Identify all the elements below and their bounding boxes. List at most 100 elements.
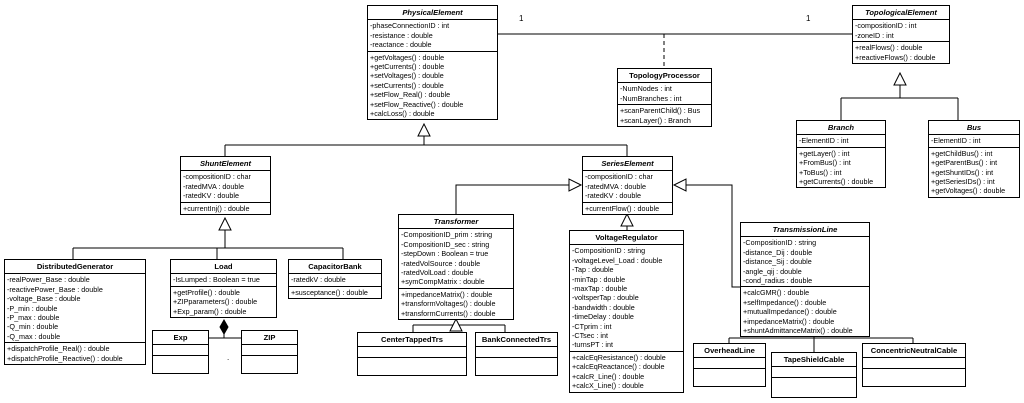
class-bank-connected-trs[interactable]: BankConnectedTrs xyxy=(475,332,558,376)
operations: +currentInj() : double xyxy=(181,203,270,214)
generalization-arrow xyxy=(417,122,431,137)
class-concentric-neutral-cable[interactable]: ConcentricNeutralCable xyxy=(862,343,966,387)
attribute: -ratedKV : double xyxy=(183,191,239,201)
operation: +Exp_param() : double xyxy=(173,306,247,316)
class-tape-shield-cable[interactable]: TapeShieldCable xyxy=(771,352,857,398)
class-center-tapped-trs[interactable]: CenterTappedTrs xyxy=(357,332,467,376)
attribute: -CompositionID : string xyxy=(572,246,646,256)
attributes: -compositionID : char -ratedMVA : double… xyxy=(583,171,672,203)
class-bus[interactable]: Bus -ElementID : int +getChildBus() : in… xyxy=(928,120,1020,198)
generalization-arrow xyxy=(672,178,687,192)
attributes: -NumNodes : int -NumBranches : int xyxy=(618,83,711,106)
class-branch[interactable]: Branch -ElementID : int +getLayer() : in… xyxy=(796,120,886,189)
attributes xyxy=(863,358,965,370)
class-name: Exp xyxy=(153,331,208,346)
class-capacitor-bank[interactable]: CapacitorBank -ratedkV : double +suscept… xyxy=(288,259,382,300)
attribute: -P_max : double xyxy=(7,313,60,323)
operations: +getLayer() : int +FromBus() : int +ToBu… xyxy=(797,148,885,188)
attribute: -cond_radius : double xyxy=(743,276,813,286)
class-topology-processor[interactable]: TopologyProcessor -NumNodes : int -NumBr… xyxy=(617,68,712,128)
attribute: -reactivePower_Base : double xyxy=(7,284,103,294)
class-name: DistributedGenerator xyxy=(5,260,145,275)
operation: +calcR_Line() : double xyxy=(572,371,645,381)
operation: +calcX_Line() : double xyxy=(572,381,644,391)
class-topological-element[interactable]: TopologicalElement -compositionID : int … xyxy=(852,5,950,65)
class-exp[interactable]: Exp xyxy=(152,330,209,374)
operations: +getChildBus() : int +getParentBus() : i… xyxy=(929,148,1019,197)
operation: +currentFlow() : double xyxy=(585,203,660,213)
attribute: -bandwidth : double xyxy=(572,302,635,312)
attribute: -NumBranches : int xyxy=(620,93,682,103)
operation: +calcEqReactance() : double xyxy=(572,362,665,372)
attribute: -distance_Dij : double xyxy=(743,247,813,257)
class-name: VoltageRegulator xyxy=(570,231,683,246)
operation: +getLayer() : int xyxy=(799,148,850,158)
attribute: -CompositionID_prim : string xyxy=(401,230,493,240)
operations xyxy=(772,378,856,386)
attribute: -IsLumped : Boolean = true xyxy=(173,275,260,285)
attribute: -CompositionID : string xyxy=(743,238,817,248)
attribute: -maxTap : double xyxy=(572,284,628,294)
operations xyxy=(358,358,466,366)
attributes: -phaseConnectionID : int -resistance : d… xyxy=(368,20,497,52)
attribute: -ratedVolLoad : double xyxy=(401,268,474,278)
operation: +realFlows() : double xyxy=(855,43,923,53)
operations: +calcGMR() : double +selfImpedance() : d… xyxy=(741,287,869,336)
operation: +getCurrents() : double xyxy=(370,62,445,72)
operation: +susceptance() : double xyxy=(291,287,368,297)
class-name: CenterTappedTrs xyxy=(358,333,466,348)
class-overhead-line[interactable]: OverheadLine xyxy=(693,343,766,387)
operation: +calcLoss() : double xyxy=(370,109,435,119)
attributes: -ElementID : int xyxy=(929,135,1019,148)
attribute: +symCompMatrix : double xyxy=(401,277,485,287)
operations: +calcEqResistance() : double +calcEqReac… xyxy=(570,352,683,392)
operation: +getChildBus() : int xyxy=(931,148,993,158)
class-voltage-regulator[interactable]: VoltageRegulator -CompositionID : string… xyxy=(569,230,684,393)
attribute: -distance_Sij : double xyxy=(743,257,812,267)
attribute: -voltsperTap : double xyxy=(572,293,639,303)
attribute: -resistance : double xyxy=(370,30,433,40)
class-name: TapeShieldCable xyxy=(772,353,856,368)
attribute: -compositionID : char xyxy=(585,172,653,182)
attribute: -Q_min : double xyxy=(7,322,59,332)
class-zip[interactable]: ZIP xyxy=(241,330,298,374)
class-name: BankConnectedTrs xyxy=(476,333,557,348)
operations: +realFlows() : double +reactiveFlows() :… xyxy=(853,42,949,63)
class-distributed-generator[interactable]: DistributedGenerator -realPower_Base : d… xyxy=(4,259,146,366)
operation: +getCurrents() : double xyxy=(799,177,874,187)
attributes xyxy=(772,367,856,379)
attribute: -ElementID : int xyxy=(799,136,849,146)
attribute: -CTsec : int xyxy=(572,331,608,341)
operation: +calcGMR() : double xyxy=(743,288,810,298)
operations xyxy=(863,369,965,377)
operation: +transformVoltages() : double xyxy=(401,299,496,309)
multiplicity-left: 1 xyxy=(519,14,524,23)
attributes xyxy=(694,358,765,370)
operation: +scanParentChild() : Bus xyxy=(620,106,701,116)
attribute: -Tap : double xyxy=(572,265,614,275)
attribute: -zoneID : int xyxy=(855,30,894,40)
class-transformer[interactable]: Transformer -CompositionID_prim : string… xyxy=(398,214,514,321)
operation: +ZIPparameters() : double xyxy=(173,297,258,307)
attribute: -compositionID : char xyxy=(183,172,251,182)
attribute: -realPower_Base : double xyxy=(7,275,90,285)
class-load[interactable]: Load -IsLumped : Boolean = true +getProf… xyxy=(170,259,277,319)
class-name: TopologyProcessor xyxy=(618,69,711,84)
class-transmission-line[interactable]: TransmissionLine -CompositionID : string… xyxy=(740,222,870,338)
class-name: Load xyxy=(171,260,276,275)
attribute: -stepDown : Boolean = true xyxy=(401,249,489,259)
class-name: ShuntElement xyxy=(181,157,270,172)
attributes xyxy=(476,347,557,359)
operations: +susceptance() : double xyxy=(289,287,381,298)
class-name: Transformer xyxy=(399,215,513,230)
operations: +dispatchProfile_Real() : double +dispat… xyxy=(5,343,145,364)
attributes xyxy=(358,347,466,359)
operation: +calcEqResistance() : double xyxy=(572,352,666,362)
class-shunt-element[interactable]: ShuntElement -compositionID : char -rate… xyxy=(180,156,271,216)
attributes: -CompositionID_prim : string -Compositio… xyxy=(399,229,513,289)
class-series-element[interactable]: SeriesElement -compositionID : char -rat… xyxy=(582,156,673,216)
class-physical-element[interactable]: PhysicalElement -phaseConnectionID : int… xyxy=(367,5,498,121)
attribute: -minTap : double xyxy=(572,274,626,284)
generalization-arrow xyxy=(568,178,583,192)
operation: +dispatchProfile_Real() : double xyxy=(7,344,110,354)
